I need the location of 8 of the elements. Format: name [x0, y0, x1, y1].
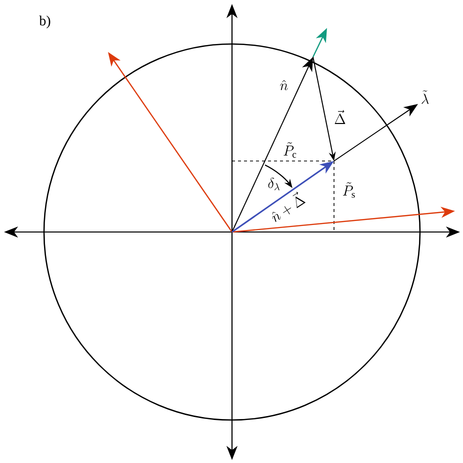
axis-label: $\hat{n}+\vec{\Delta}$: [272, 192, 306, 222]
axis-label: b): [39, 16, 50, 28]
axis-label: $\tilde{P}_{\mathrm{s}}$: [342, 182, 355, 198]
axis-label: $\hat{n}$: [280, 80, 288, 90]
axis-label: $\tilde{P}_{\mathrm{c}}$: [284, 142, 296, 158]
axis-label: $\vec{\Delta}$: [334, 110, 346, 124]
axis-label: $\delta_{\lambda}$: [268, 178, 280, 190]
axis-label: $\tilde{\lambda}$: [422, 90, 429, 104]
